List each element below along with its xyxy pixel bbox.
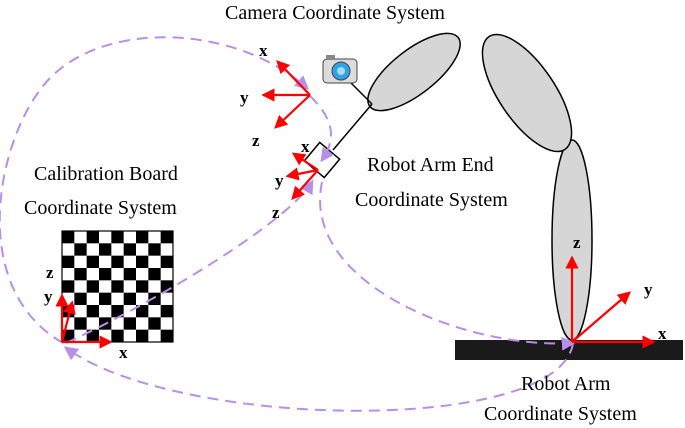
checker-square xyxy=(111,329,124,342)
board-frame-label-line1: Calibration Board xyxy=(34,163,178,185)
checker-square xyxy=(62,231,75,244)
checker-square xyxy=(160,305,173,318)
checker-square xyxy=(136,255,149,268)
checker-square xyxy=(160,255,173,268)
end-frame-label-line2: Coordinate System xyxy=(355,189,508,211)
checker-square xyxy=(74,243,87,256)
checker-square xyxy=(111,255,124,268)
camera-frame-label: Camera Coordinate System xyxy=(225,2,445,24)
base-axes xyxy=(565,255,656,349)
end-axes xyxy=(285,152,319,200)
checker-square xyxy=(136,305,149,318)
checker-square xyxy=(111,280,124,293)
base-frame-label-line2: Coordinate System xyxy=(484,403,637,425)
camera-icon xyxy=(322,55,358,84)
checker-square xyxy=(74,268,87,281)
board-frame-label-line2: Coordinate System xyxy=(24,197,177,219)
board-axis-z-label: z xyxy=(46,263,54,282)
checker-square xyxy=(136,329,149,342)
arm-link-upper xyxy=(481,33,573,153)
checker-square xyxy=(74,317,87,330)
checker-square xyxy=(74,292,87,305)
arm-link-wrist xyxy=(367,32,461,112)
robot-arm xyxy=(367,32,593,341)
board-axes xyxy=(55,293,113,349)
camera-axis-y-label: y xyxy=(240,88,249,107)
path-base-to-board xyxy=(63,342,574,412)
checker-square xyxy=(99,243,112,256)
path-board-to-camera xyxy=(0,36,310,344)
checker-square xyxy=(136,231,149,244)
checker-square xyxy=(123,243,136,256)
checker-square xyxy=(160,329,173,342)
base-axis-y-label: y xyxy=(644,280,653,299)
path-camera-to-end xyxy=(309,95,335,163)
camera-axes xyxy=(261,60,311,129)
base-frame-label-line1: Robot Arm xyxy=(521,373,611,395)
end-effector-rod xyxy=(332,103,373,151)
checker-square xyxy=(123,317,136,330)
checker-square xyxy=(123,268,136,281)
board-axis-y-label: y xyxy=(44,287,53,306)
checker-square xyxy=(160,231,173,244)
checker-square xyxy=(136,280,149,293)
end-frame-label-line1: Robot Arm End xyxy=(367,154,494,176)
end-axis-y-label: y xyxy=(275,171,284,190)
camera-mount-rod xyxy=(349,81,373,105)
checker-square xyxy=(62,255,75,268)
base-axis-x-label: x xyxy=(658,324,667,343)
checker-square xyxy=(62,280,75,293)
checker-square xyxy=(111,305,124,318)
checker-square xyxy=(148,243,161,256)
camera-axis-z-label: z xyxy=(252,131,260,150)
checker-square xyxy=(148,268,161,281)
path-end-to-base xyxy=(319,181,576,351)
checker-square xyxy=(86,305,99,318)
checker-square xyxy=(148,292,161,305)
checker-square xyxy=(86,255,99,268)
checker-square xyxy=(148,317,161,330)
camera-axis-x-label: x xyxy=(259,41,268,60)
base-axis-z-label: z xyxy=(573,233,581,252)
checker-square xyxy=(111,231,124,244)
checker-square xyxy=(86,280,99,293)
checker-square xyxy=(123,292,136,305)
end-axis-z-label: z xyxy=(272,203,280,222)
board-axis-x-label: x xyxy=(119,343,128,362)
checker-square xyxy=(86,231,99,244)
checker-square xyxy=(99,292,112,305)
checker-square xyxy=(99,268,112,281)
end-axis-x-label: x xyxy=(301,137,310,156)
